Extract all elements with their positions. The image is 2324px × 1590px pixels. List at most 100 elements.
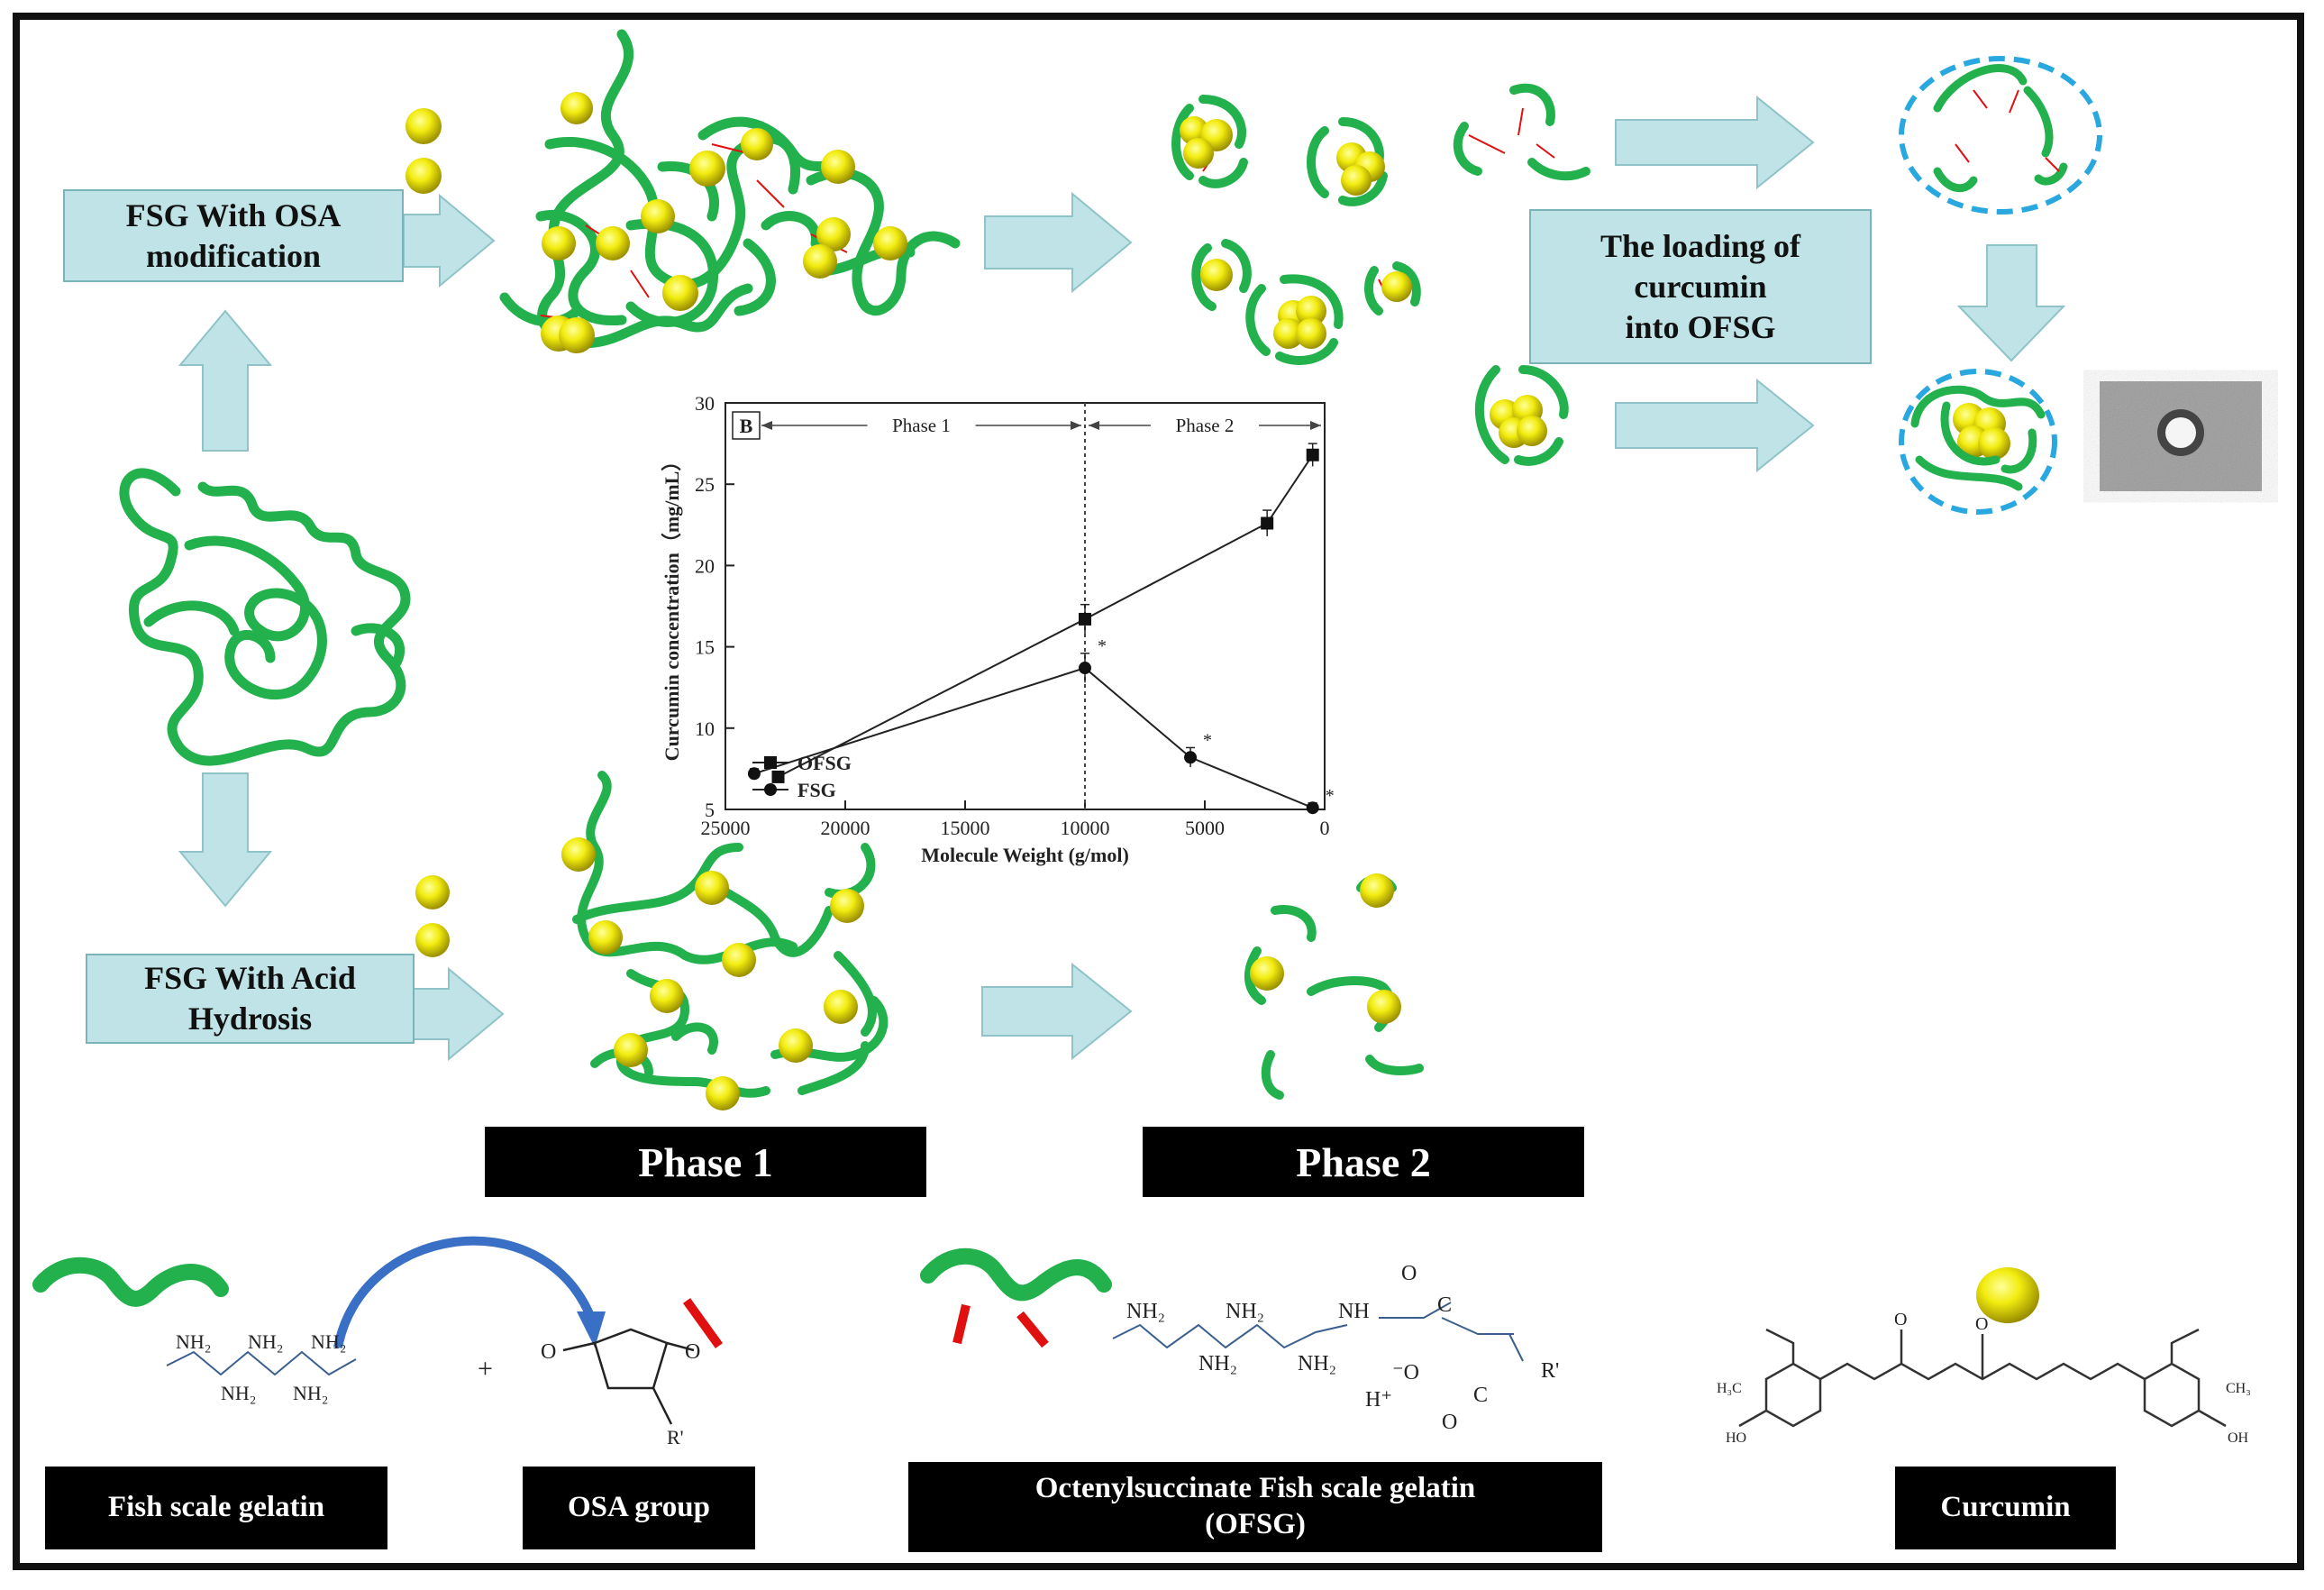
significance-star: * [1098,636,1107,656]
svg-text:H⁺: H⁺ [1365,1388,1392,1412]
data-point [1184,751,1198,764]
curcumin-structure-icon [1738,1328,2227,1428]
box-line: Hydrosis [187,1001,313,1037]
phase-1-label: Phase 1 [485,1127,926,1197]
y-tick-label: 15 [695,636,715,659]
phase-range-label-bg [1151,413,1259,438]
fish-scale-gelatin-coil-icon [119,468,411,766]
y-tick-label: 20 [695,554,715,577]
phase-range-label-bg [867,413,976,438]
svg-text:NH₂: NH₂ [311,1330,346,1353]
panel-label: B [740,415,753,437]
phase-range-arrowhead [1089,421,1099,430]
svg-text:R': R' [667,1426,684,1448]
svg-text:⁻O: ⁻O [1392,1361,1419,1384]
svg-text:HO: HO [1726,1430,1746,1446]
svg-text:+: + [478,1354,493,1384]
curcumin-label: Curcumin [1895,1467,2116,1549]
arrow-down-icon [178,772,273,908]
svg-text:CH₃: CH₃ [2226,1381,2251,1396]
phase-range-label: Phase 2 [1176,415,1235,436]
y-tick-label: 5 [705,799,715,821]
box-line: FSG With OSA [125,196,342,233]
phase-2-label: Phase 2 [1143,1127,1584,1197]
svg-text:O: O [1442,1411,1457,1434]
x-tick-label: 0 [1320,817,1330,839]
ofsg-label-line: Octenylsuccinate Fish scale gelatin [1034,1472,1476,1505]
svg-text:NH₂: NH₂ [1126,1300,1165,1323]
series-line [753,666,1314,809]
legend-marker [764,783,777,796]
data-point [1079,612,1091,626]
y-tick-label: 30 [695,392,715,415]
phase-range-arrowhead [761,421,772,430]
data-point [771,770,785,783]
amine-chain-icon [166,1350,357,1376]
svg-text:NH₂: NH₂ [1198,1352,1237,1375]
osa-group-icon [682,1298,724,1348]
x-tick-label: 25000 [701,817,751,839]
ofsg-amine-chain-icon [1112,1302,1524,1362]
svg-text:NH₂: NH₂ [293,1382,328,1404]
x-tick-label: 15000 [941,817,990,839]
data-point [1306,448,1319,461]
x-tick-label: 5000 [1185,817,1225,839]
phase-range-label: Phase 1 [892,415,951,436]
ofsg-label-line: (OFSG) [1205,1508,1306,1540]
y-tick-label: 10 [695,717,715,740]
svg-text:OH: OH [2228,1430,2249,1446]
svg-text:R': R' [1541,1359,1559,1383]
y-axis-label: Curcumin concentration（mg/mL） [661,452,683,762]
svg-text:O: O [1894,1310,1907,1330]
ofsg-label: Octenylsuccinate Fish scale gelatin (OFS… [908,1462,1602,1552]
phase-range-arrowhead [1071,421,1081,430]
osa-group-label: OSA group [523,1467,755,1549]
x-tick-label: 10000 [1061,817,1110,839]
svg-text:NH₂: NH₂ [221,1382,256,1404]
svg-text:C: C [1473,1384,1488,1407]
fsg-network-icon [561,771,889,1110]
box-line: into OFSG [1625,308,1776,345]
significance-star: * [1203,730,1212,750]
micelle-loaded-icon [1899,369,2057,515]
box-line: curcumin [1634,268,1767,305]
svg-text:O: O [541,1340,556,1364]
fsg-osa-modification-box: FSG With OSA modification [63,189,404,282]
data-point [747,767,761,781]
fsg-fragments-icon [1244,873,1424,1100]
arrow-right-icon [981,962,1133,1061]
svg-text:C: C [1437,1293,1452,1317]
panel-label-box [732,411,761,440]
box-line: modification [146,237,321,274]
curcumin-legend-icon [1976,1267,2039,1323]
svg-text:O: O [685,1340,700,1364]
x-axis-label: Molecule Weight (g/mol) [921,844,1129,866]
arrow-down-icon [1956,244,2066,362]
fish-scale-gelatin-label: Fish scale gelatin [45,1467,387,1549]
chem-labels: NH₂ NH₂ NH₂ NH₂ NH₂ + O O R' NH₂ NH₂ NH … [176,1262,2251,1448]
svg-text:NH₂: NH₂ [1298,1352,1336,1375]
tem-micrograph-icon [2100,381,2262,491]
y-tick-label: 25 [695,473,715,496]
arrow-up-icon [178,309,273,452]
micelle-empty-icon [1899,56,2102,215]
arrow-right-icon [412,966,505,1062]
ofsg-network-icon [499,29,961,353]
svg-text:O: O [1401,1262,1417,1285]
arrow-right-icon [1615,95,1815,190]
ofsg-legend-icon [920,1247,1112,1348]
ofsg-micelles-icon [1171,83,1590,466]
osa-ring-icon [562,1328,695,1425]
svg-text:NH₂: NH₂ [1226,1300,1264,1323]
series-line [778,454,1314,778]
process-arrows [178,95,2066,1062]
svg-text:NH₂: NH₂ [176,1330,211,1353]
x-tick-label: 20000 [821,817,870,839]
data-point [1261,516,1274,530]
reaction-arrow-icon [333,1236,606,1348]
data-point [1079,662,1091,675]
free-curcumin-icon [406,108,450,957]
